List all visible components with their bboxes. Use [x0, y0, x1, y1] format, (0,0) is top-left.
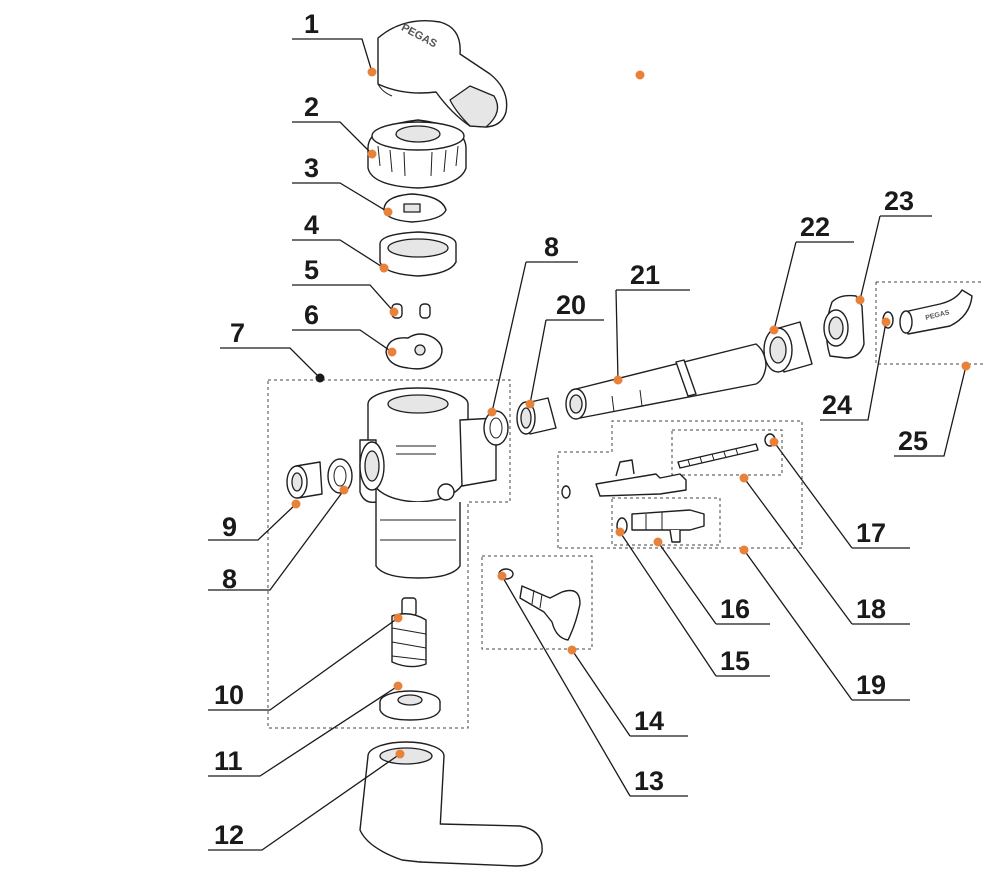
dot-14: [567, 645, 577, 655]
callout-20: 20: [556, 290, 586, 320]
callout-11: 11: [214, 746, 243, 776]
callout-8a: 8: [544, 232, 559, 262]
dot-4: [379, 263, 389, 273]
dot-8a: [487, 407, 497, 417]
callout-9: 9: [222, 512, 237, 542]
callout-22: 22: [800, 212, 830, 242]
callout-10: 10: [214, 680, 244, 710]
parts: PEGAS: [286, 20, 973, 867]
dot-25: [961, 361, 971, 371]
dot-16: [653, 537, 663, 547]
dot-1: [367, 67, 377, 77]
callout-24: 24: [822, 390, 852, 420]
dot-23: [855, 295, 865, 305]
group-16-outline: [611, 497, 721, 546]
part-16-valve: [631, 509, 705, 543]
dot-5: [389, 307, 399, 317]
dot-24: [881, 317, 891, 327]
dot-18: [739, 473, 749, 483]
dot-17: [769, 437, 779, 447]
part-20-nut: [516, 397, 557, 435]
dot-8b: [339, 485, 349, 495]
part-2-knurled-nut: [367, 119, 467, 189]
dot-22: [769, 325, 779, 335]
callout-12: 12: [214, 820, 244, 850]
callout-19: 19: [856, 670, 886, 700]
callout-3: 3: [304, 153, 319, 183]
callout-8b: 8: [222, 564, 237, 594]
part-25-elbow: PEGAS: [899, 289, 973, 335]
callout-23: 23: [884, 186, 914, 216]
part-4-cup: [379, 231, 457, 277]
callout-dots: [291, 67, 971, 759]
dot-13: [497, 571, 507, 581]
dot-9: [291, 499, 301, 509]
callout-1: 1: [304, 9, 319, 39]
part-9-bushing: [286, 461, 323, 499]
callout-17: 17: [856, 518, 886, 548]
group-7-outline: [267, 379, 511, 729]
dot-2: [367, 149, 377, 159]
dot-10: [393, 613, 403, 623]
callout-6: 6: [304, 300, 319, 330]
group-25-outline: [875, 281, 984, 365]
dot-11: [393, 681, 403, 691]
part-18-pin: [677, 443, 759, 469]
dot-7: [315, 373, 325, 383]
part-8-washer-left: [327, 458, 353, 494]
group-outlines: [267, 281, 984, 729]
dot-1-extra: [635, 70, 645, 80]
part-11-ring: [379, 690, 441, 721]
callout-25: 25: [898, 426, 928, 456]
dot-3: [383, 207, 393, 217]
dot-21: [613, 375, 623, 385]
part-22-nut: [763, 321, 813, 373]
part-3-plate: [383, 193, 447, 223]
dot-19: [739, 545, 749, 555]
dot-15: [615, 527, 625, 537]
part-12-housing: [359, 741, 543, 867]
part-8-washer-right: [483, 410, 509, 446]
callout-5: 5: [304, 255, 319, 285]
callout-13: 13: [634, 766, 664, 796]
callout-2: 2: [304, 92, 319, 122]
dot-12: [395, 749, 405, 759]
part-6-clip: [385, 333, 443, 370]
part-21-tube: [565, 343, 767, 420]
callout-14: 14: [634, 706, 664, 736]
group-14-outline: [481, 555, 593, 650]
callout-21: 21: [630, 260, 660, 290]
leader-lines: [208, 38, 967, 851]
part-14-lever: [519, 585, 581, 641]
callout-18: 18: [856, 594, 886, 624]
callout-16: 16: [720, 594, 750, 624]
dot-20: [525, 399, 535, 409]
callout-numbers: 1 2 3 4 5 6 7 8 8 9 10 11 12 13 14 15 16…: [214, 9, 928, 850]
callout-15: 15: [720, 646, 750, 676]
part-10-screw: [391, 597, 427, 668]
part-7-valve-body: [359, 387, 497, 579]
part-23-wing-nut: [823, 294, 865, 359]
part-1-cap-lever: PEGAS: [377, 20, 508, 128]
dot-6: [387, 347, 397, 357]
group-19-outline: [557, 420, 803, 549]
part-19-valve-piece: [561, 459, 687, 499]
callout-4: 4: [304, 210, 319, 240]
callout-7: 7: [230, 318, 245, 348]
